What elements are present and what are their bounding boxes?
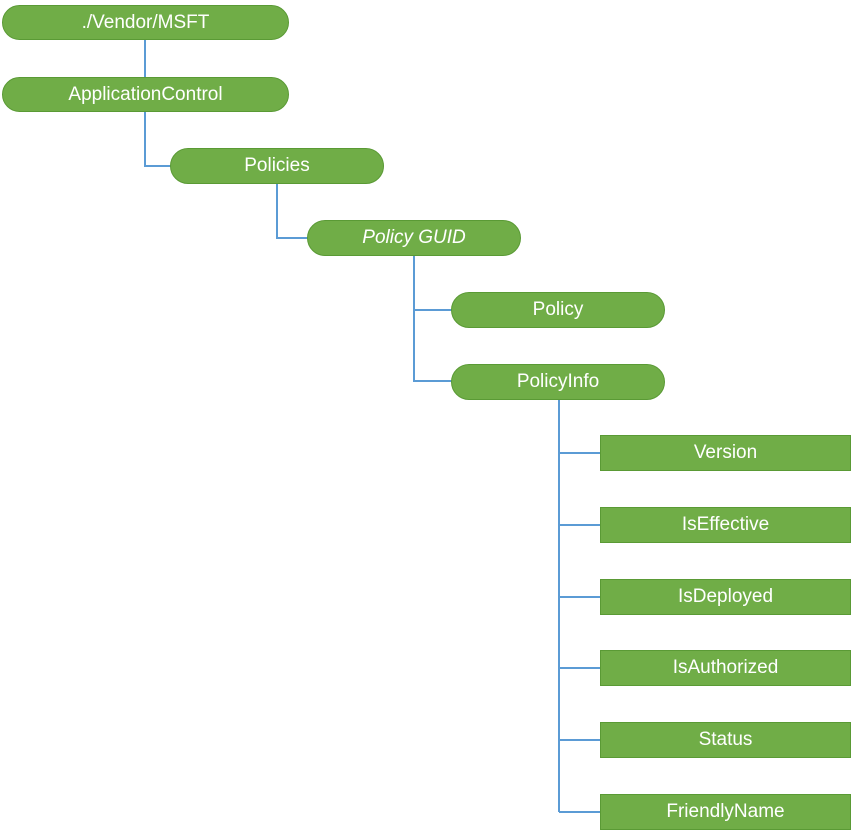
node-policyinfo: PolicyInfo (451, 364, 665, 400)
node-isdeployed: IsDeployed (600, 579, 851, 615)
node-iseffective: IsEffective (600, 507, 851, 543)
node-vendor-msft: ./Vendor/MSFT (2, 5, 289, 40)
connector-applicationcontrol-to-policies (144, 111, 171, 167)
connector-policies-to-policyguid (276, 183, 308, 239)
node-applicationcontrol: ApplicationControl (2, 77, 289, 112)
node-friendlyname: FriendlyName (600, 794, 851, 830)
connector-policyguid-to-policyinfo (413, 310, 452, 382)
node-policies: Policies (170, 148, 384, 184)
node-version: Version (600, 435, 851, 471)
node-policy: Policy (451, 292, 665, 328)
node-status: Status (600, 722, 851, 758)
node-isauthorized: IsAuthorized (600, 650, 851, 686)
connector-policyguid-to-policy (413, 256, 452, 311)
node-policy-guid: Policy GUID (307, 220, 521, 256)
